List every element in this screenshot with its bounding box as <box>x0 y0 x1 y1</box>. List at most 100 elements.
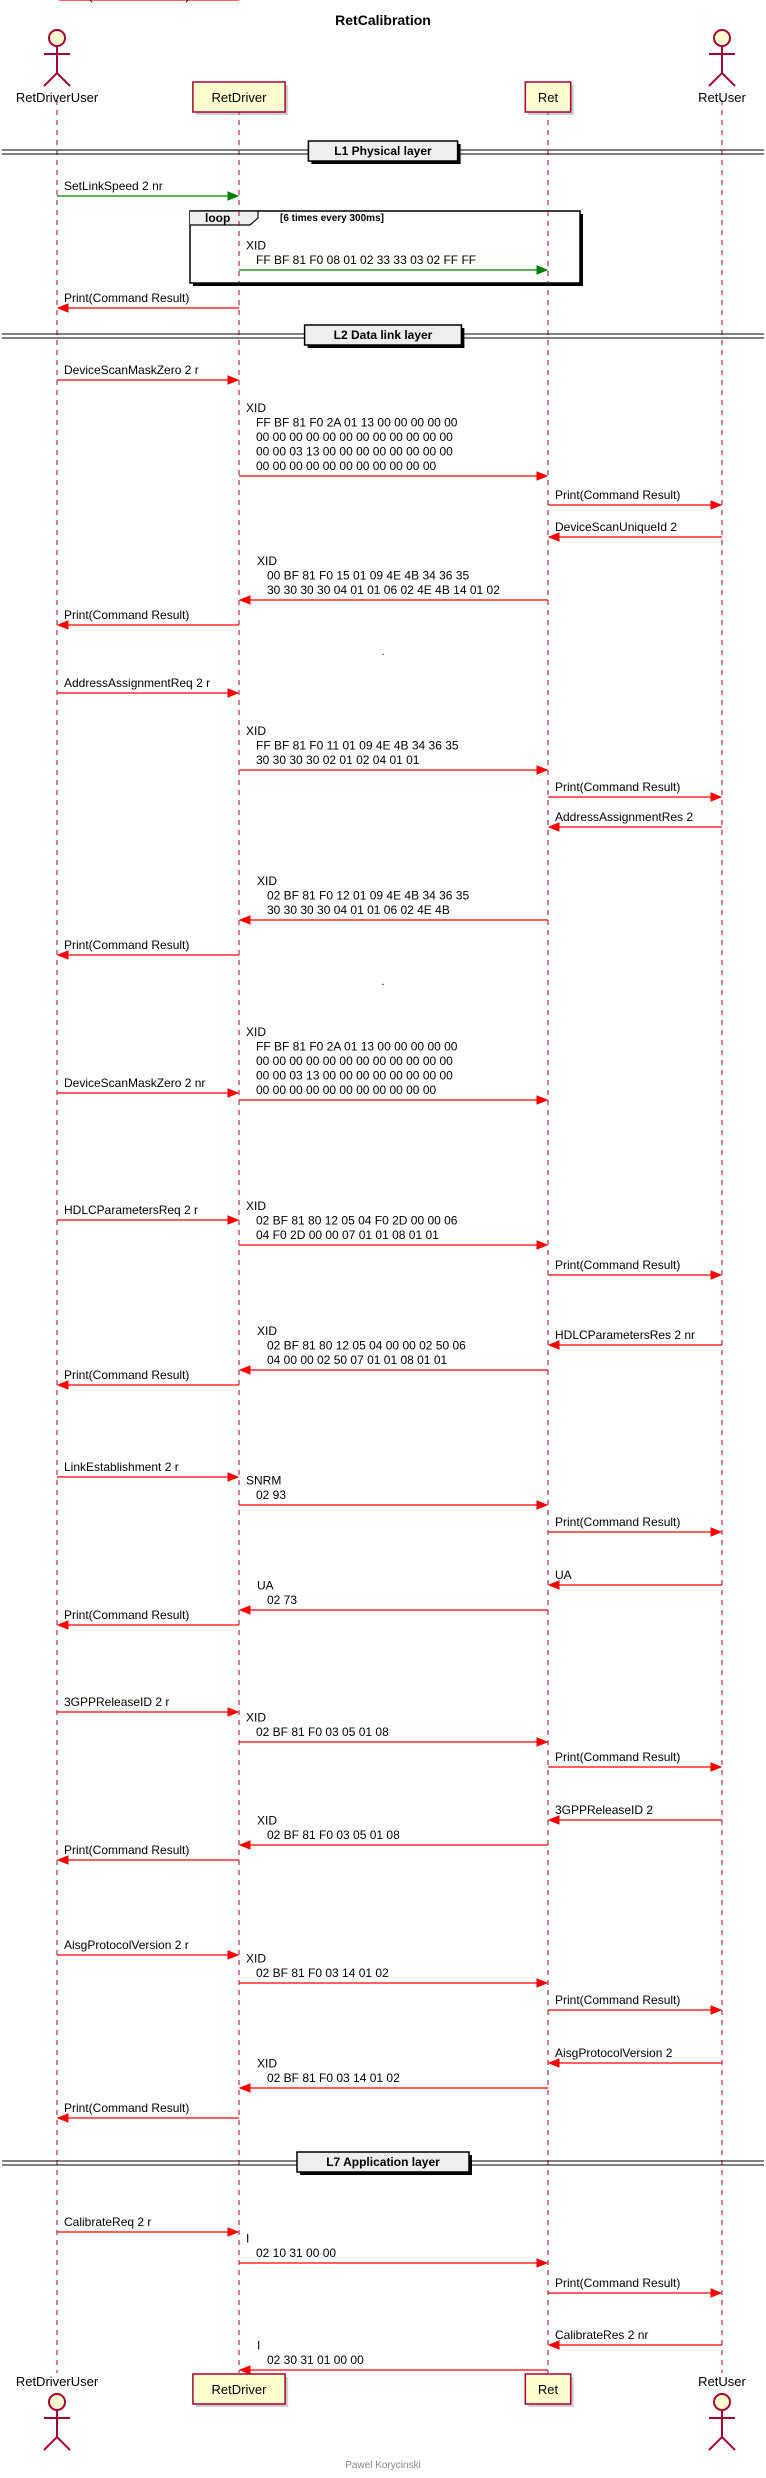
message-48: AisgProtocolVersion 2 <box>547 2046 722 2068</box>
arrow-head-icon <box>227 191 240 201</box>
participant-box <box>192 2373 286 2405</box>
section-divider: L7 Application layer <box>2 2151 764 2175</box>
message-label: FF BF 81 F0 08 01 02 33 33 03 02 FF FF <box>256 253 476 267</box>
actor-icon-head <box>713 2393 731 2411</box>
participant-label: RetDriver <box>212 90 268 105</box>
message-label: DeviceScanMaskZero 2 nr <box>64 1076 205 1090</box>
message-label: 02 BF 81 80 12 05 04 F0 2D 00 00 06 <box>256 1214 458 1228</box>
message-label: 3GPPReleaseID 2 r <box>64 1695 169 1709</box>
arrow-head-icon <box>710 1270 723 1280</box>
section-divider: L1 Physical layer <box>2 140 764 164</box>
message-label: Print(Command Result) <box>555 488 680 502</box>
message-5: Print(Command Result) <box>56 291 239 313</box>
arrow-head-icon <box>56 1620 69 1630</box>
arrow-head-icon <box>238 1605 251 1615</box>
arrow-head-icon <box>227 2227 240 2237</box>
participant-heads: RetDriverUserRetDriverUserRetDriverRetDr… <box>16 29 747 2451</box>
actor-bottom-retdriveruser: RetDriverUser <box>16 2374 99 2451</box>
message-label: 02 30 31 01 00 00 <box>267 2353 364 2367</box>
divider-label: L2 Data link layer <box>334 328 433 342</box>
message-label: 00 00 00 00 00 00 00 00 00 00 00 <box>256 1083 436 1097</box>
arrow-head-icon <box>227 1950 240 1960</box>
divider-box <box>307 140 459 162</box>
arrow-head-icon <box>227 1088 240 1098</box>
arrow-head-icon <box>547 532 560 542</box>
message-label: XID <box>246 1199 266 1213</box>
participant-box <box>524 2373 572 2405</box>
message-label: 02 BF 81 F0 03 05 01 08 <box>256 1725 389 1739</box>
arrow-head-icon <box>56 2113 69 2123</box>
actor-bottom-retuser: RetUser <box>698 2374 747 2451</box>
actor-icon-legs <box>708 71 736 87</box>
arrow-head-icon <box>56 620 69 630</box>
message-label: 30 30 30 30 04 01 01 06 02 4E 4B <box>267 903 450 917</box>
loop-frame: loop[6 times every 300ms] <box>189 210 583 286</box>
arrow-head-icon <box>547 1340 560 1350</box>
arrow-head-icon <box>710 2288 723 2298</box>
message-label: UA <box>257 1579 274 1593</box>
actor-icon-head <box>48 29 66 47</box>
arrow-head-icon <box>710 500 723 510</box>
message-43: Print(Command Result) <box>56 1843 239 1865</box>
arrow-head-icon <box>56 303 69 313</box>
loop-keyword: loop <box>205 211 230 225</box>
message-21: DeviceScanMaskZero 2 nr <box>57 1076 240 1098</box>
message-label: 00 00 00 00 00 00 00 00 00 00 00 00 <box>256 430 453 444</box>
message-label: DeviceScanUniqueId 2 <box>555 520 677 534</box>
message-label: XID <box>246 1952 266 1966</box>
message-label: UA <box>555 1568 572 1582</box>
message-label: CalibrateReq 2 r <box>64 2215 151 2229</box>
participant-top-ret: Ret <box>524 81 574 115</box>
arrow-head-icon <box>238 1365 251 1375</box>
message-label: XID <box>246 401 266 415</box>
message-label: XID <box>246 239 266 253</box>
lifelines <box>56 100 723 2373</box>
message-label: 02 BF 81 F0 03 05 01 08 <box>267 1828 400 1842</box>
actor-icon-head <box>48 2393 66 2411</box>
arrow-head-icon <box>56 1380 69 1390</box>
message-label: Print(Command Result) <box>64 0 189 3</box>
message-57: Print(Command Result) <box>59 0 239 3</box>
arrow-head-icon <box>710 2005 723 2015</box>
message-31: LinkEstablishment 2 r <box>57 1460 240 1482</box>
divider-box <box>296 2151 470 2173</box>
message-17: AddressAssignmentRes 2 <box>547 810 722 832</box>
message-label: XID <box>257 554 277 568</box>
message-label: 02 BF 81 80 12 05 04 00 00 02 50 06 <box>267 1339 466 1353</box>
arrow-head-icon <box>536 1500 549 1510</box>
message-34: UA <box>547 1568 722 1590</box>
arrow-head-icon <box>238 2083 251 2093</box>
message-24: HDLCParametersReq 2 r <box>57 1203 240 1225</box>
message-38: 3GPPReleaseID 2 r <box>57 1695 240 1717</box>
arrow-head-icon <box>547 1815 560 1825</box>
message-label: Print(Command Result) <box>64 1843 189 1857</box>
participant-top-retdriver: RetDriver <box>192 81 289 115</box>
loop-frame-box <box>189 210 581 284</box>
actor-label: RetUser <box>698 90 746 105</box>
message-50: Print(Command Result) <box>56 2101 239 2123</box>
message-label: Print(Command Result) <box>64 608 189 622</box>
message-label: LinkEstablishment 2 r <box>64 1460 179 1474</box>
message-7: DeviceScanMaskZero 2 r <box>57 363 240 385</box>
message-label: Print(Command Result) <box>64 291 189 305</box>
divider-label: L7 Application layer <box>326 2155 440 2169</box>
participant-label: Ret <box>538 90 559 105</box>
delay-label: . <box>381 646 384 658</box>
message-label: XID <box>257 1814 277 1828</box>
participant-label: RetDriver <box>212 2382 268 2397</box>
message-label: Print(Command Result) <box>64 938 189 952</box>
arrow-head-icon <box>227 1215 240 1225</box>
message-36: Print(Command Result) <box>56 1608 239 1630</box>
message-label: Print(Command Result) <box>555 1258 680 1272</box>
message-29: Print(Command Result) <box>56 1368 239 1390</box>
actor-icon-legs <box>708 2435 736 2451</box>
message-label: CalibrateRes 2 nr <box>555 2328 648 2342</box>
delay-label: . <box>381 976 384 988</box>
